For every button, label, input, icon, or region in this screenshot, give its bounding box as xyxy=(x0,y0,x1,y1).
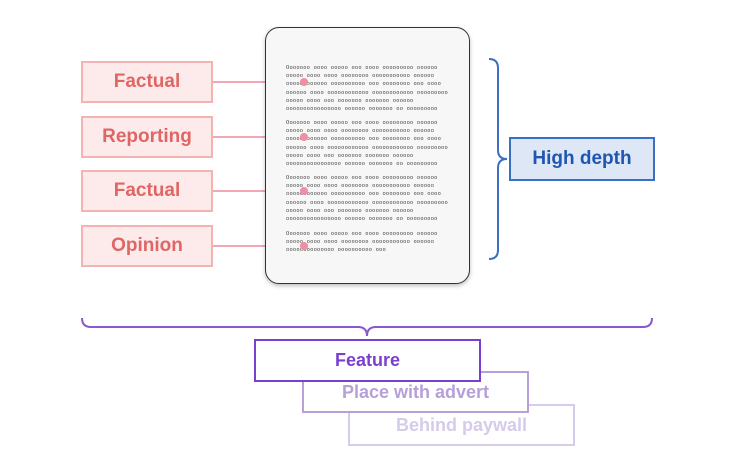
label-factual-2: Factual xyxy=(81,170,213,212)
document-paragraph-4: Ooooooo oooo ooooo ooo oooo ooooooooo oo… xyxy=(286,231,438,254)
label-factual-2-text: Factual xyxy=(113,180,181,201)
stack-card-behind-paywall-text: Behind paywall xyxy=(395,414,528,435)
right-brace xyxy=(488,58,508,260)
bottom-brace xyxy=(81,317,653,337)
connector-dot-reporting xyxy=(300,133,308,141)
connector-dot-opinion xyxy=(300,242,308,250)
label-reporting-text: Reporting xyxy=(102,126,192,147)
label-factual-1: Factual xyxy=(81,61,213,103)
high-depth-text: High depth xyxy=(532,148,632,169)
connector-dot-factual-2 xyxy=(300,187,308,195)
document-paragraph-3: Ooooooo oooo ooooo ooo oooo ooooooooo oo… xyxy=(286,175,448,223)
label-opinion-text: Opinion xyxy=(111,235,183,256)
label-factual-1-text: Factual xyxy=(113,71,181,92)
label-opinion: Opinion xyxy=(81,225,213,267)
label-reporting: Reporting xyxy=(81,116,213,158)
high-depth-box: High depth xyxy=(509,137,655,181)
connector-dot-factual-1 xyxy=(300,78,308,86)
stack-card-feature: Feature xyxy=(254,339,481,382)
stack-card-place-with-advert-text: Place with advert xyxy=(341,381,490,402)
stack-card-feature-text: Feature xyxy=(334,350,401,370)
